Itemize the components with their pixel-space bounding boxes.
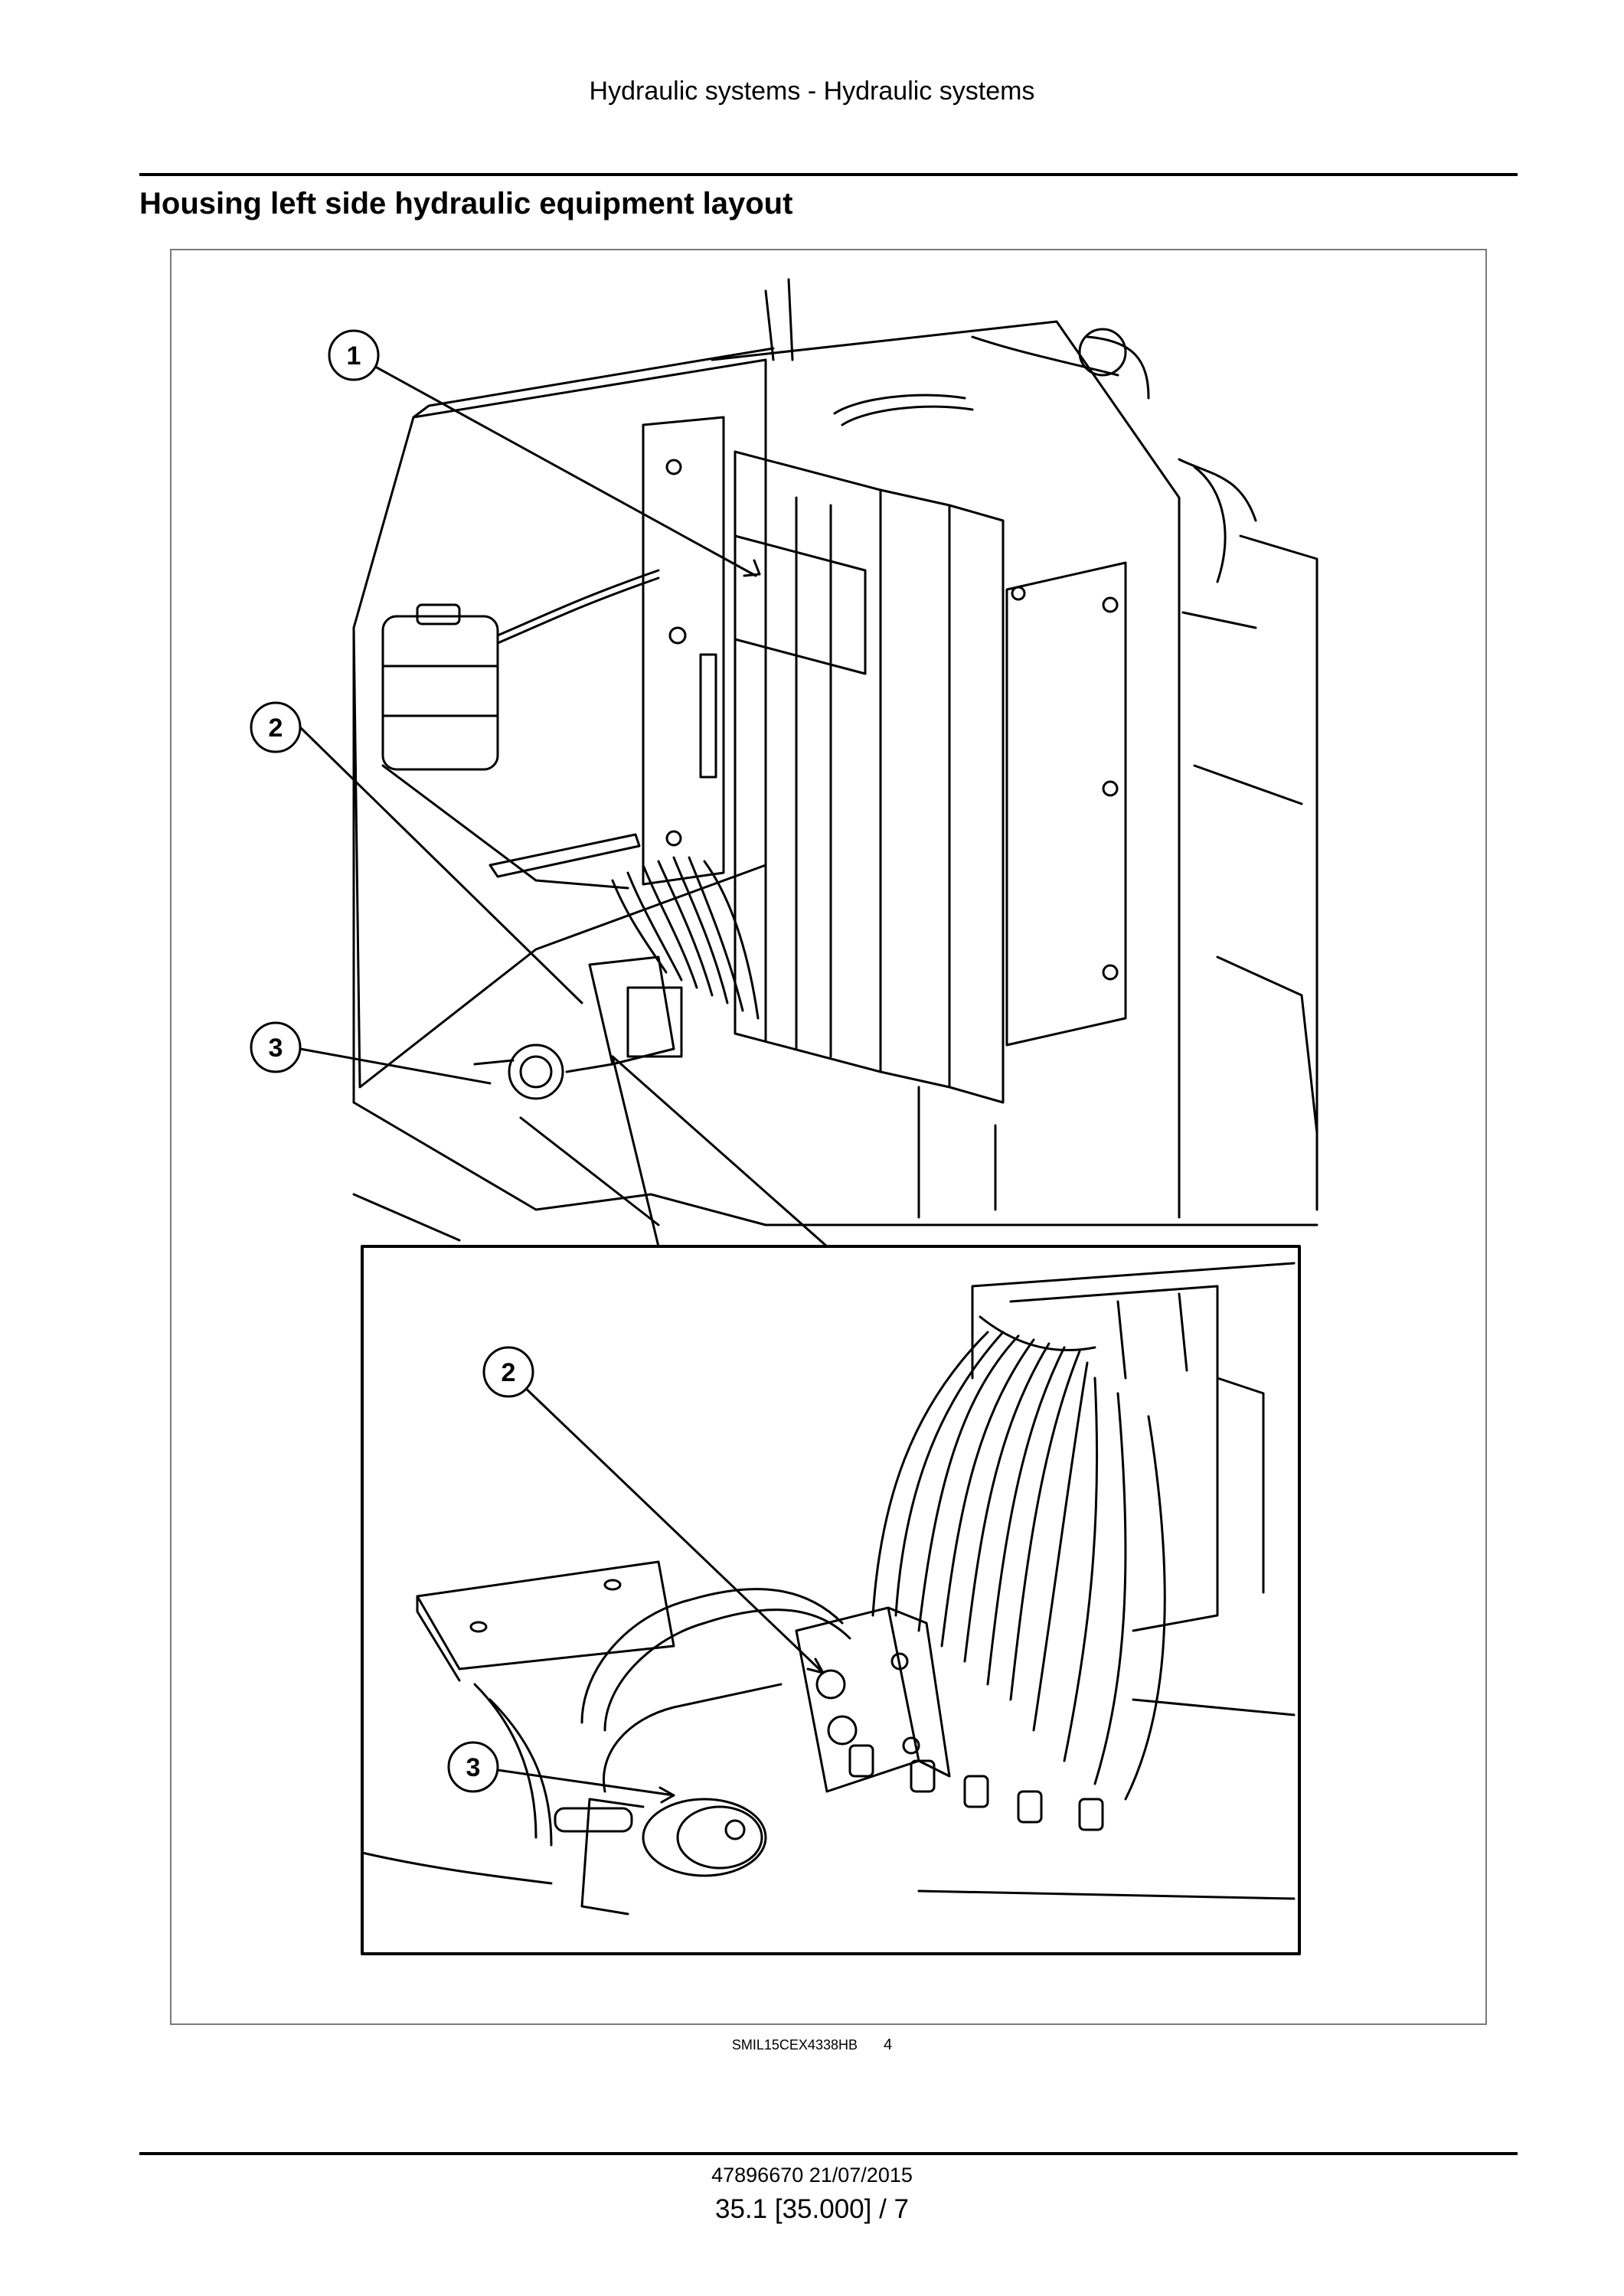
image-reference: SMIL15CEX4338HB (731, 2037, 858, 2053)
callout-main-2: 2 (250, 701, 302, 753)
detail-leader-lines (496, 1384, 825, 1804)
callout-detail-3: 3 (447, 1741, 499, 1793)
callout-detail-2-label: 2 (502, 1358, 516, 1387)
callout-main-3: 3 (250, 1021, 302, 1073)
callout-main-1: 1 (328, 329, 380, 381)
callout-main-1-label: 1 (347, 341, 361, 371)
figure-number: 4 (883, 2036, 893, 2053)
callout-main-3-label: 3 (269, 1034, 283, 1063)
detail-line-art (361, 1262, 1296, 1916)
footer-rule (139, 2152, 1518, 2155)
callout-main-2-label: 2 (269, 714, 283, 743)
running-header: Hydraulic systems - Hydraulic systems (589, 77, 1035, 106)
document-reference: 47896670 21/07/2015 (711, 2164, 913, 2187)
page-number: 35.1 [35.000] / 7 (715, 2194, 909, 2224)
figure-frame (170, 249, 1487, 2025)
machine-line-art (352, 278, 1318, 1242)
header-rule (139, 173, 1518, 176)
section-title: Housing left side hydraulic equipment la… (139, 187, 793, 220)
callout-detail-2: 2 (482, 1346, 534, 1398)
leader-lines (299, 366, 828, 1248)
callout-detail-3-label: 3 (466, 1753, 481, 1782)
figure-caption: SMIL15CEX4338HB 4 (0, 2036, 1624, 2054)
